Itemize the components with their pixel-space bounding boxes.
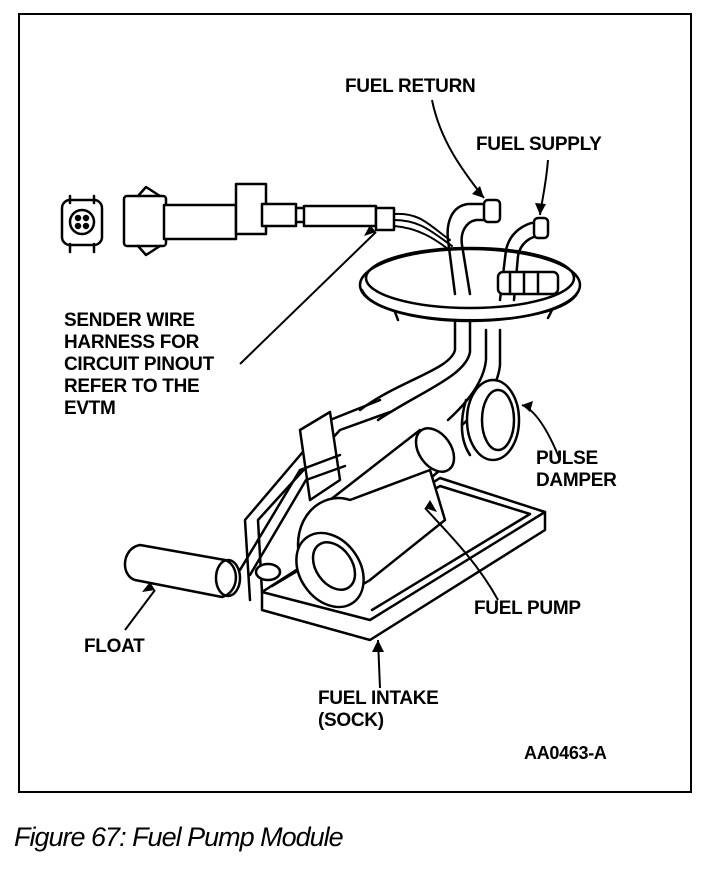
wire-harness	[393, 212, 453, 253]
label-float: FLOAT	[84, 636, 145, 657]
label-sender-line-5: EVTM	[64, 398, 116, 419]
connector-plug	[60, 194, 104, 254]
harness-connector	[122, 182, 396, 257]
float-arm	[238, 453, 347, 582]
leader-float	[124, 589, 156, 631]
label-sender-line-3: CIRCUIT PINOUT	[64, 354, 214, 375]
leader-sender-harness	[239, 231, 377, 365]
label-sender-line-2: HARNESS FOR	[64, 332, 199, 353]
label-pulse-line-2: DAMPER	[536, 470, 617, 491]
label-sender-line-4: REFER TO THE	[64, 376, 200, 397]
label-fuel-return: FUEL RETURN	[345, 76, 476, 97]
float	[123, 543, 242, 599]
label-pulse-damper: PULSE DAMPER	[536, 448, 617, 492]
figure-caption: Figure 67: Fuel Pump Module	[14, 822, 344, 852]
reference-code: AA0463-A	[524, 743, 607, 763]
label-intake-line-2: (SOCK)	[318, 710, 384, 731]
fuel-return-tube	[446, 198, 502, 296]
label-pulse-line-1: PULSE	[536, 448, 598, 469]
leader-fuel-pump	[424, 507, 499, 601]
label-sender-line-1: SENDER WIRE	[64, 310, 195, 331]
label-sender-wire-harness: SENDER WIRE HARNESS FOR CIRCUIT PINOUT R…	[64, 310, 214, 420]
fuel-supply-tube	[496, 216, 560, 302]
figure-frame	[18, 13, 692, 793]
label-intake-line-1: FUEL INTAKE	[318, 688, 439, 709]
pulse-damper	[460, 378, 521, 462]
label-fuel-pump: FUEL PUMP	[474, 598, 581, 619]
label-fuel-intake: FUEL INTAKE (SOCK)	[318, 688, 439, 732]
fuel-pump	[295, 427, 456, 609]
label-fuel-supply: FUEL SUPPLY	[476, 134, 602, 155]
